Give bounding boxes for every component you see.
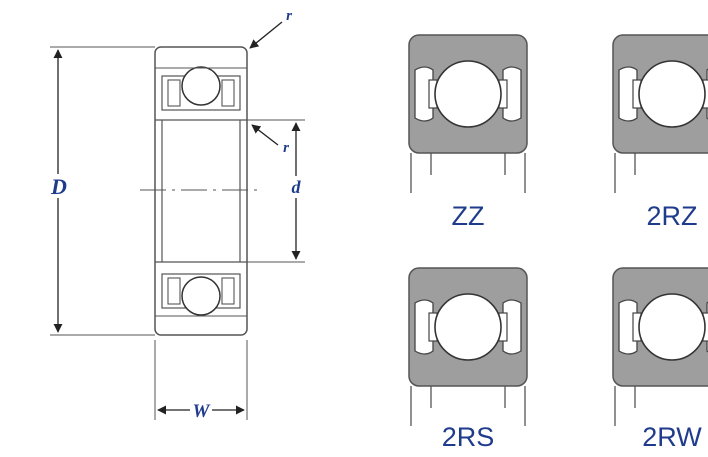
seal-type-2rz <box>612 34 708 194</box>
outer-radius-label: r <box>286 8 292 24</box>
inner-radius-label: r <box>283 140 289 156</box>
bearing-cross-section: D d W r r <box>50 8 305 422</box>
seal-label-2rs: 2RS <box>442 422 495 452</box>
inner-radius-leader <box>251 124 279 146</box>
top-ball <box>181 66 221 106</box>
seal-label-2rz: 2RZ <box>646 201 697 231</box>
seal-label-zz: ZZ <box>452 201 485 231</box>
outer-radius-leader <box>249 21 283 49</box>
seal-label-2rw: 2RW <box>642 422 702 452</box>
bore-diameter-label: d <box>292 177 302 197</box>
seal-type-2rs <box>408 267 528 427</box>
width-label: W <box>193 401 211 422</box>
outer-diameter-label: D <box>50 174 67 199</box>
seal-type-2rw <box>612 267 708 427</box>
bottom-ball <box>181 276 221 316</box>
seal-type-zz <box>408 34 528 194</box>
